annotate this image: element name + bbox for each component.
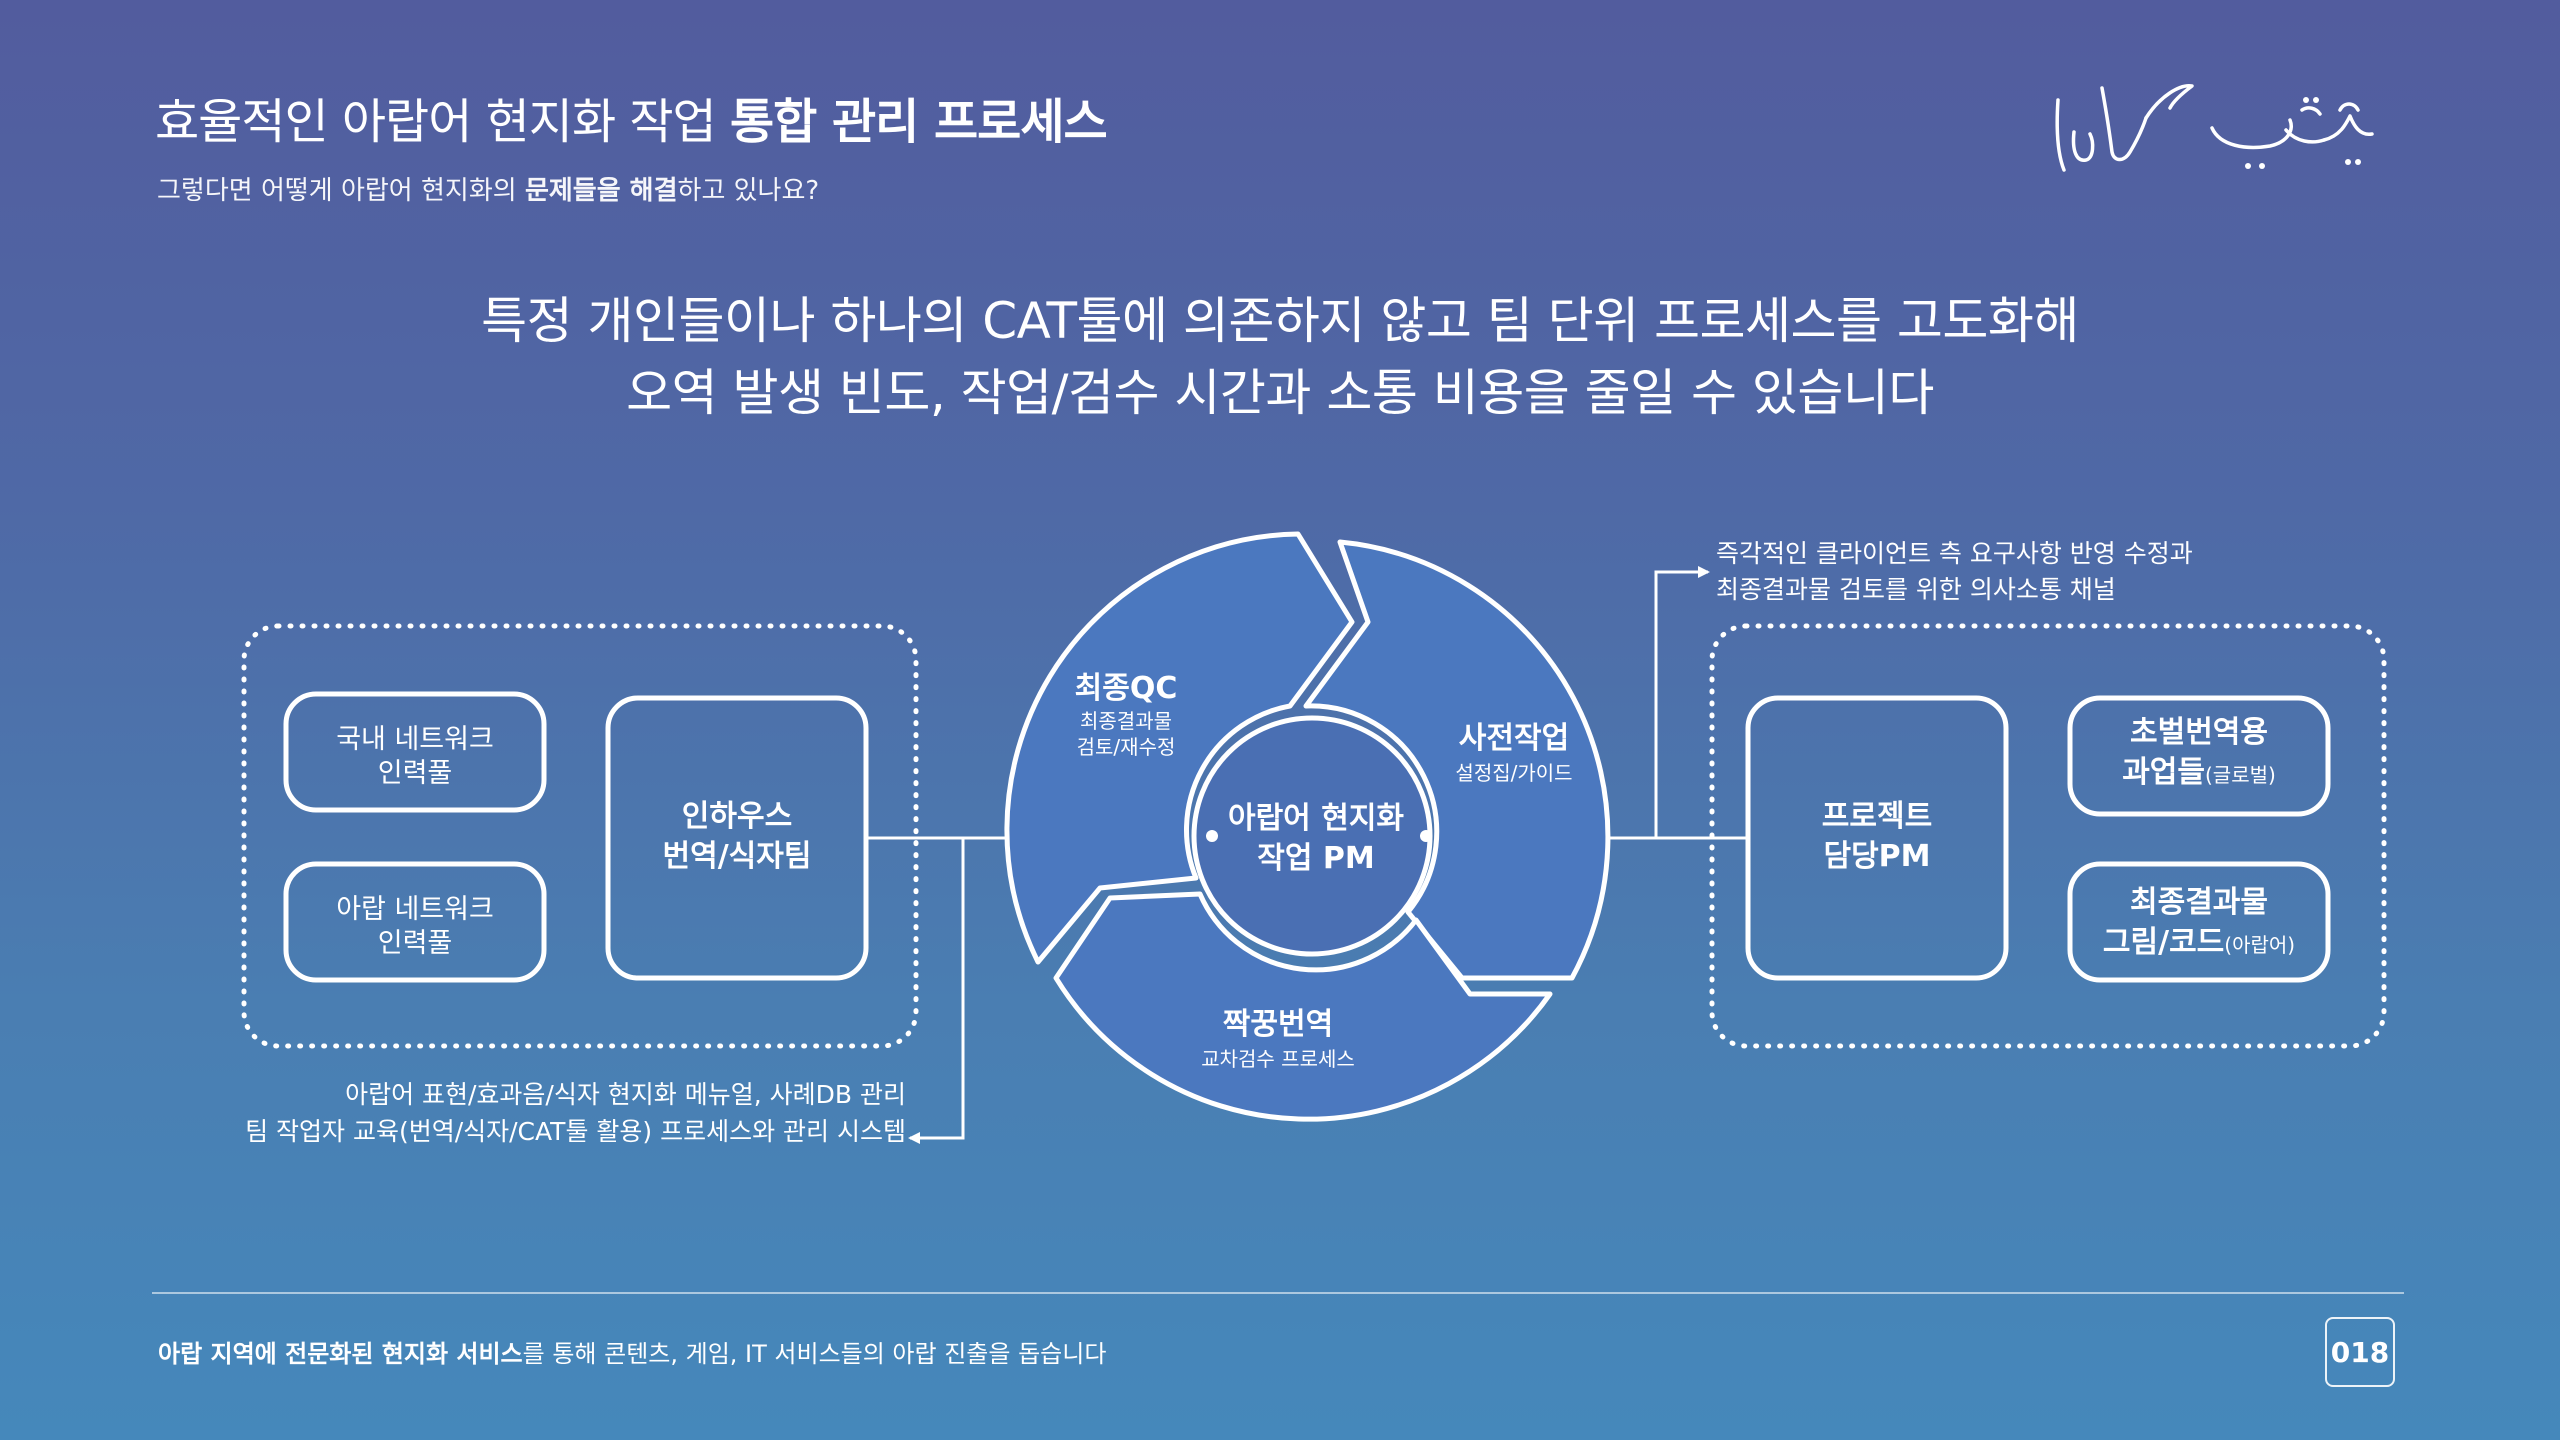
project-pm-box	[1745, 695, 2009, 981]
center-circle	[1191, 715, 1433, 957]
headline: 특정 개인들이나 하나의 CAT툴에 의존하지 않고 팀 단위 프로세스를 고도…	[0, 285, 2560, 429]
left-group-frame	[241, 623, 919, 1049]
final-output-box	[2067, 861, 2331, 983]
brand-logo	[2055, 84, 2374, 172]
first-draft-label-2: 과업들(글로벌)	[2122, 755, 2276, 790]
final-qc-title: 최종QC	[1075, 671, 1178, 706]
page-number: 018	[2325, 1317, 2395, 1387]
right-group-frame	[1709, 623, 2387, 1049]
final-output-label-1: 최종결과물	[2130, 885, 2268, 920]
subtitle-post: 하고 있나요?	[677, 176, 820, 206]
subtitle-pre: 그렇다면 어떻게 아랍어 현지화의	[157, 176, 525, 206]
center-label-2: 작업 PM	[1257, 841, 1375, 876]
inhouse-team-label-2: 번역/식자팀	[663, 839, 812, 874]
final-output-label-2: 그림/코드(아랍어)	[2103, 925, 2295, 960]
domestic-pool-label-2: 인력풀	[378, 758, 453, 789]
center-dot-right	[1420, 830, 1432, 842]
inhouse-team-box	[605, 695, 869, 981]
arab-pool-label-2: 인력풀	[378, 928, 453, 959]
headline-line-1: 특정 개인들이나 하나의 CAT툴에 의존하지 않고 팀 단위 프로세스를 고도…	[481, 292, 2079, 350]
first-draft-label-1: 초벌번역용	[2130, 715, 2268, 750]
first-draft-main: 과업들	[2122, 755, 2205, 790]
slide-subtitle: 그렇다면 어떻게 아랍어 현지화의 문제들을 해결하고 있나요?	[157, 170, 819, 207]
center-dot-left	[1206, 830, 1218, 842]
inhouse-team-label-1: 인하우스	[682, 799, 792, 834]
headline-line-2: 오역 발생 빈도, 작업/검수 시간과 소통 비용을 줄일 수 있습니다	[626, 364, 1934, 422]
final-qc-sub-1: 최종결과물	[1080, 709, 1172, 733]
left-note-connector	[908, 838, 965, 1144]
title-light: 효율적인 아랍어 현지화 작업	[155, 94, 730, 150]
prework-title: 사전작업	[1459, 721, 1569, 756]
domestic-pool-box	[283, 691, 547, 813]
footer-divider	[152, 1292, 2404, 1294]
first-draft-small: (글로벌)	[2205, 763, 2276, 787]
title-bold: 통합 관리 프로세스	[729, 94, 1108, 150]
arab-pool-box	[283, 861, 547, 983]
left-note-line-2: 팀 작업자 교육(번역/식자/CAT툴 활용) 프로세스와 관리 시스템	[245, 1117, 906, 1146]
segment-prework	[1303, 539, 1611, 981]
footer-text-bold: 아랍 지역에 전문화된 현지화 서비스	[158, 1340, 523, 1368]
slide-title: 효율적인 아랍어 현지화 작업 통합 관리 프로세스	[155, 82, 1108, 152]
footer-text: 아랍 지역에 전문화된 현지화 서비스를 통해 콘텐츠, 게임, IT 서비스들…	[158, 1334, 1106, 1369]
pair-translation-sub: 교차검수 프로세스	[1201, 1047, 1355, 1071]
prework-sub: 설정집/가이드	[1455, 761, 1572, 785]
domestic-pool-label-1: 국내 네트워크	[336, 724, 494, 755]
right-note-line-1: 즉각적인 클라이언트 측 요구사항 반영 수정과	[1716, 539, 2193, 568]
project-pm-label-1: 프로젝트	[1822, 799, 1932, 834]
center-label-1: 아랍어 현지화	[1228, 801, 1404, 836]
pair-translation-title: 짝꿍번역	[1223, 1007, 1333, 1042]
arab-pool-label-1: 아랍 네트워크	[336, 894, 494, 925]
left-note-line-1: 아랍어 표현/효과음/식자 현지화 메뉴얼, 사례DB 관리	[345, 1080, 906, 1109]
segment-final-qc	[1004, 531, 1355, 965]
footer-text-rest: 를 통해 콘텐츠, 게임, IT 서비스들의 아랍 진출을 돕습니다	[522, 1340, 1107, 1368]
segment-pair-translation	[1053, 891, 1553, 1122]
first-draft-box	[2067, 695, 2331, 817]
project-pm-label-2: 담당PM	[1823, 839, 1930, 874]
final-output-main: 그림/코드	[2103, 925, 2224, 960]
subtitle-bold: 문제들을 해결	[524, 176, 678, 206]
right-note-connector	[1654, 566, 1710, 838]
right-note-line-2: 최종결과물 검토를 위한 의사소통 채널	[1716, 575, 2116, 604]
final-output-small: (아랍어)	[2224, 933, 2295, 957]
final-qc-sub-2: 검토/재수정	[1077, 735, 1176, 759]
